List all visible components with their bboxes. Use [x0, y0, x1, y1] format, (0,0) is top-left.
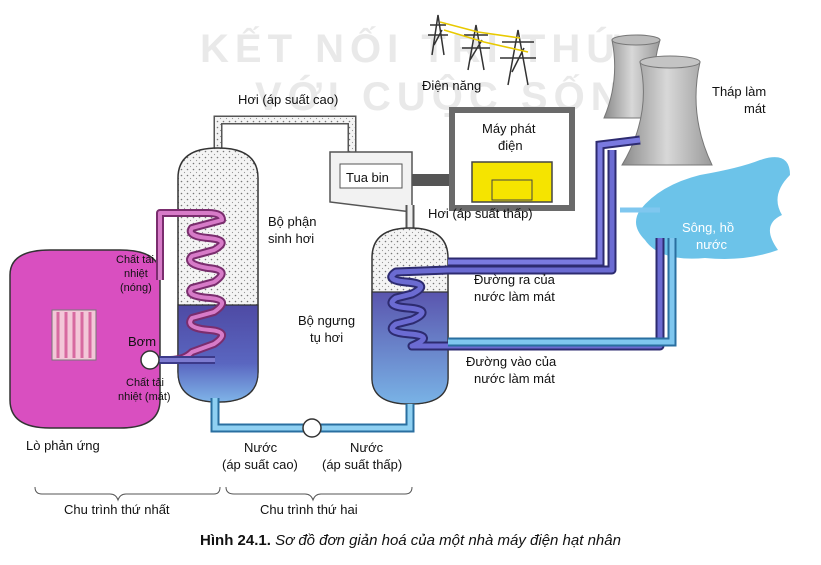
- watermark-line-1: KẾT NỐI TRI THỨC: [200, 25, 660, 71]
- label-condenser-1: Bộ ngưng: [298, 313, 355, 328]
- label-steam-generator-1: Bộ phận: [268, 214, 316, 229]
- label-pump: Bơm: [128, 334, 156, 349]
- label-cycle-2: Chu trình thứ hai: [260, 502, 358, 517]
- label-water-low-1: Nước: [350, 440, 384, 455]
- river-shape: [636, 157, 790, 259]
- label-generator-1: Máy phát: [482, 121, 536, 136]
- caption-text: Sơ đồ đơn giản hoá của một nhà máy điện …: [275, 532, 621, 549]
- power-pylon-icon: [428, 14, 536, 86]
- steam-high-pipe: [213, 115, 357, 152]
- pump-icon: [140, 350, 160, 370]
- water-pump-icon: [302, 418, 322, 438]
- label-coolant-out-2: nước làm mát: [474, 289, 555, 304]
- label-cooling-tower-2: mát: [744, 101, 766, 116]
- nuclear-plant-diagram: KẾT NỐI TRI THỨC VỚI CUỘC SỐNG: [9, 14, 790, 517]
- label-coolant-in-2: nước làm mát: [474, 371, 555, 386]
- label-steam-low: Hơi (áp suất thấp): [428, 206, 533, 221]
- label-cycle-1: Chu trình thứ nhất: [64, 502, 170, 517]
- label-coolant-out-1: Đường ra của: [474, 272, 556, 287]
- reactor: [9, 249, 161, 429]
- label-cooling-tower-1: Tháp làm: [712, 84, 766, 99]
- figure-caption: Hình 24.1. Sơ đồ đơn giản hoá của một nh…: [0, 532, 821, 549]
- label-reactor: Lò phản ứng: [26, 438, 100, 453]
- label-water-high-2: (áp suất cao): [222, 457, 298, 472]
- cooling-tower-icon: [603, 34, 713, 166]
- cycle-1-bracket: [34, 486, 221, 502]
- label-steam-high: Hơi (áp suất cao): [238, 92, 338, 107]
- cycle-2-bracket: [225, 486, 413, 502]
- label-river-2: nước: [696, 237, 727, 252]
- label-water-high-1: Nước: [244, 440, 278, 455]
- label-electricity: Điện năng: [422, 78, 481, 93]
- label-hot-carrier-2: nhiệt: [124, 268, 148, 280]
- label-condenser-2: tụ hơi: [310, 330, 343, 345]
- label-water-low-2: (áp suất thấp): [322, 457, 402, 472]
- label-river-1: Sông, hồ: [682, 220, 734, 235]
- label-coolant-in-1: Đường vào của: [466, 354, 557, 369]
- label-cold-carrier-1: Chất tải: [126, 377, 164, 389]
- label-hot-carrier-3: (nóng): [120, 282, 152, 294]
- label-turbine: Tua bin: [346, 170, 389, 185]
- caption-number: Hình 24.1.: [200, 532, 271, 549]
- turbine: [329, 151, 413, 213]
- label-generator-2: điện: [498, 138, 523, 153]
- label-steam-generator-2: sinh hơi: [268, 231, 314, 246]
- label-hot-carrier-1: Chất tải: [116, 254, 154, 266]
- label-cold-carrier-2: nhiệt (mát): [118, 391, 171, 403]
- generator: [449, 107, 575, 211]
